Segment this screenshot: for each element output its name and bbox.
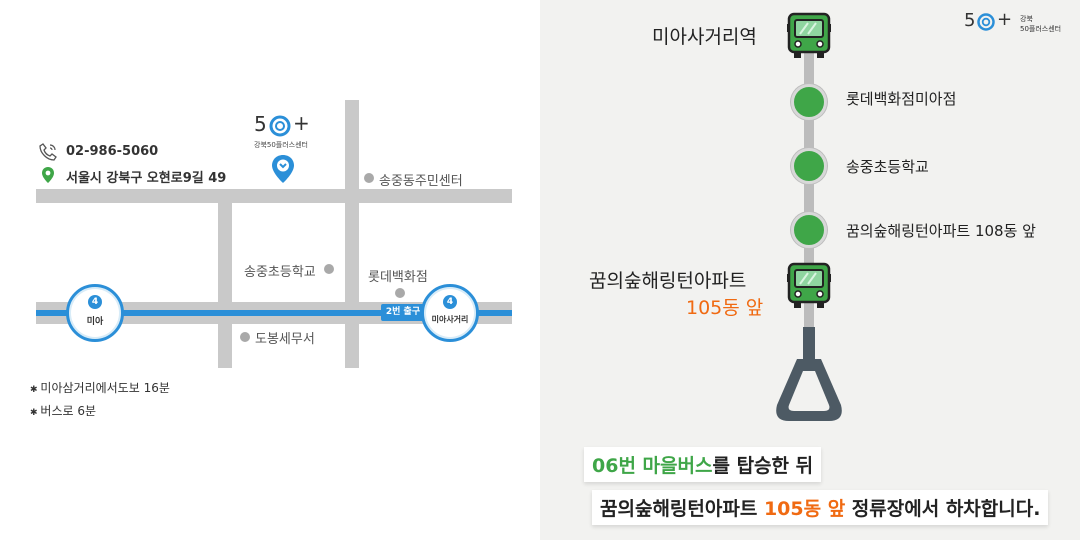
logo-ring-icon [269, 115, 291, 137]
station-mia: 4 미아 [66, 284, 124, 342]
logo-caption-line2: 50플러스센터 [1020, 25, 1062, 33]
bus-icon [787, 262, 831, 308]
bullet: ✱ [30, 408, 41, 418]
place-community-center: 송중동주민센터 [379, 174, 463, 189]
place-tax-office: 도봉세무서 [255, 332, 315, 347]
stop-108: 꿈의숲해링턴아파트 108동 앞 [846, 222, 1036, 240]
road-upper [36, 189, 512, 203]
logo-plus: + [293, 111, 310, 135]
instruction-building: 105동 앞 [763, 498, 846, 520]
line-badge: 4 [88, 295, 102, 309]
phone-number: 02-986-5060 [66, 144, 159, 159]
destination-building: 105동 앞 [686, 297, 764, 319]
note-bus: ✱ 버스로 6분 [30, 402, 96, 419]
station-miasageori: 4 미아사거리 [421, 284, 479, 342]
instruction-text: 정류장에서 하차합니다. [845, 498, 1041, 520]
stop-lotte: 롯데백화점미아점 [846, 90, 957, 108]
logo-five: 5 [254, 112, 267, 136]
exit-label: 2번 출구 [381, 304, 425, 321]
station-name: 미아 [86, 317, 104, 327]
bus-route-panel: 5 + 강북 50플러스센터 미아사거리역 롯데백화점미아점 [540, 0, 1080, 540]
place-dot [395, 288, 405, 298]
note-walk: ✱ 미아삼거리에서도보 16분 [30, 379, 170, 396]
logo-ring-icon [977, 13, 995, 31]
station-name: 미아사거리 [431, 315, 469, 324]
start-station: 미아사거리역 [652, 26, 757, 48]
place-lotte-dept: 롯데백화점 [368, 270, 428, 285]
stop-marker [791, 148, 827, 184]
note-bus-text: 버스로 6분 [40, 404, 97, 418]
place-dot [324, 264, 334, 274]
line-badge: 4 [443, 295, 457, 309]
bus-number: 06번 마을버스 [592, 455, 713, 477]
map-logo: 5 + 강북50플러스센터 [252, 111, 314, 152]
hand-strap-icon [776, 327, 842, 421]
instruction-line-2: 꿈의숲해링턴아파트 105동 앞 정류장에서 하차합니다. [592, 490, 1049, 525]
logo-caption: 강북50플러스센터 [254, 141, 308, 149]
place-elementary-school: 송중초등학교 [244, 265, 316, 280]
logo-caption-line1: 강북 [1020, 15, 1033, 23]
road-right-vertical [345, 100, 359, 368]
place-dot [364, 173, 374, 183]
route-logo: 5 + 강북 50플러스센터 [964, 9, 1074, 40]
stop-marker [791, 84, 827, 120]
logo-five: 5 [964, 10, 976, 31]
address: 서울시 강북구 오현로9길 49 [66, 171, 227, 186]
instruction-destination: 꿈의숲해링턴아파트 [600, 498, 764, 520]
stop-school: 송중초등학교 [846, 158, 929, 176]
note-walk-text: 미아삼거리에서도보 16분 [40, 381, 170, 395]
location-pin-icon [272, 155, 294, 183]
logo-plus: + [997, 9, 1013, 30]
destination-name: 꿈의숲해링턴아파트 [589, 270, 747, 292]
stop-marker [791, 212, 827, 248]
bullet: ✱ [30, 385, 41, 395]
instruction-line-1: 06번 마을버스를 탑승한 뒤 [584, 447, 822, 482]
bus-icon [787, 12, 831, 58]
address-pin-icon [42, 167, 54, 183]
subway-line-4 [36, 310, 512, 316]
phone-icon [39, 143, 57, 161]
instruction-text: 를 탑승한 뒤 [712, 455, 814, 477]
area-map: 5 + 강북50플러스센터 02-986-5060 서울시 강북구 오현로9길 … [30, 100, 512, 419]
road-left-vertical [218, 196, 232, 368]
place-dot [240, 332, 250, 342]
